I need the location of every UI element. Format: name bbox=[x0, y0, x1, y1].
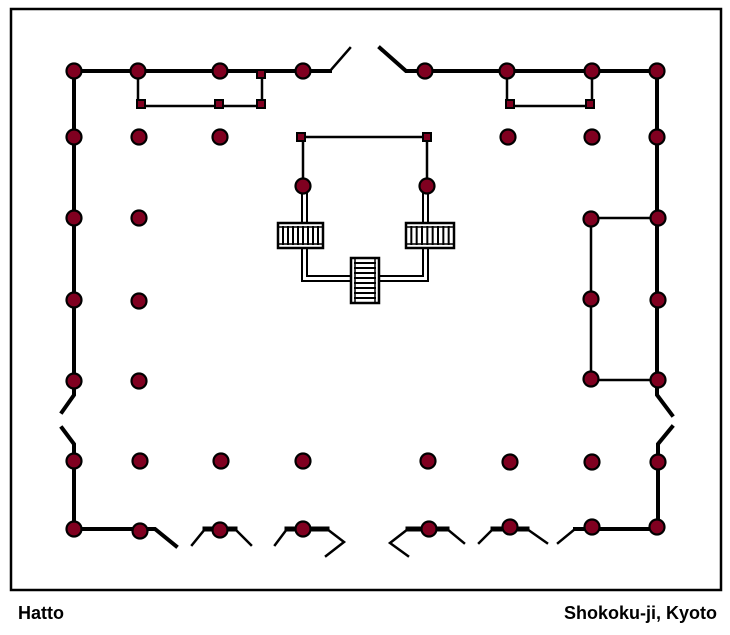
column bbox=[418, 177, 436, 195]
column bbox=[294, 452, 312, 470]
passage bbox=[378, 247, 424, 277]
door-leaf bbox=[233, 527, 253, 547]
column bbox=[65, 128, 83, 146]
column bbox=[582, 210, 600, 228]
column bbox=[582, 290, 600, 308]
altar-frame bbox=[301, 135, 429, 188]
door-leaf bbox=[525, 527, 549, 545]
door-leaf bbox=[387, 527, 410, 558]
column bbox=[65, 452, 83, 470]
small-post bbox=[256, 99, 266, 109]
side-room bbox=[589, 216, 660, 382]
column bbox=[211, 128, 229, 146]
column bbox=[649, 453, 667, 471]
column bbox=[498, 62, 516, 80]
column bbox=[582, 370, 600, 388]
frame-border bbox=[9, 7, 723, 592]
column bbox=[130, 209, 148, 227]
left-room bbox=[136, 69, 264, 108]
column bbox=[65, 62, 83, 80]
column bbox=[499, 128, 517, 146]
column bbox=[211, 62, 229, 80]
column bbox=[501, 518, 519, 536]
outer-wall bbox=[59, 69, 332, 415]
small-post bbox=[296, 132, 306, 142]
small-post bbox=[256, 69, 266, 79]
column bbox=[648, 128, 666, 146]
door-leaf bbox=[273, 527, 289, 547]
small-post bbox=[214, 99, 224, 109]
column bbox=[420, 520, 438, 538]
column bbox=[501, 453, 519, 471]
door-leaf bbox=[477, 527, 495, 545]
plan-title: Hatto bbox=[18, 603, 64, 623]
column bbox=[648, 518, 666, 536]
column bbox=[131, 522, 149, 540]
passage bbox=[301, 247, 352, 282]
column bbox=[130, 128, 148, 146]
column bbox=[583, 128, 601, 146]
column bbox=[416, 62, 434, 80]
outer-wall bbox=[573, 424, 675, 531]
passage bbox=[378, 247, 429, 282]
door-leaf bbox=[190, 527, 207, 547]
plan-location: Shokoku-ji, Kyoto bbox=[564, 603, 717, 623]
door-leaf bbox=[324, 527, 347, 558]
door-leaf bbox=[445, 527, 466, 545]
column bbox=[65, 520, 83, 538]
door-leaf bbox=[153, 527, 178, 548]
column bbox=[649, 371, 667, 389]
column bbox=[649, 209, 667, 227]
small-post bbox=[136, 99, 146, 109]
column bbox=[65, 372, 83, 390]
small-post bbox=[505, 99, 515, 109]
column bbox=[211, 521, 229, 539]
column bbox=[131, 452, 149, 470]
door-leaf bbox=[556, 527, 577, 545]
column bbox=[294, 177, 312, 195]
column bbox=[419, 452, 437, 470]
right-room bbox=[505, 69, 594, 108]
column bbox=[130, 292, 148, 310]
column bbox=[649, 291, 667, 309]
column bbox=[583, 453, 601, 471]
column bbox=[65, 209, 83, 227]
column bbox=[212, 452, 230, 470]
column bbox=[583, 62, 601, 80]
column bbox=[130, 372, 148, 390]
column bbox=[294, 62, 312, 80]
column bbox=[129, 62, 147, 80]
small-post bbox=[585, 99, 595, 109]
small-post bbox=[422, 132, 432, 142]
column bbox=[648, 62, 666, 80]
column bbox=[583, 518, 601, 536]
passage bbox=[306, 247, 352, 277]
door-leaf bbox=[328, 46, 352, 73]
column bbox=[294, 520, 312, 538]
column bbox=[65, 291, 83, 309]
